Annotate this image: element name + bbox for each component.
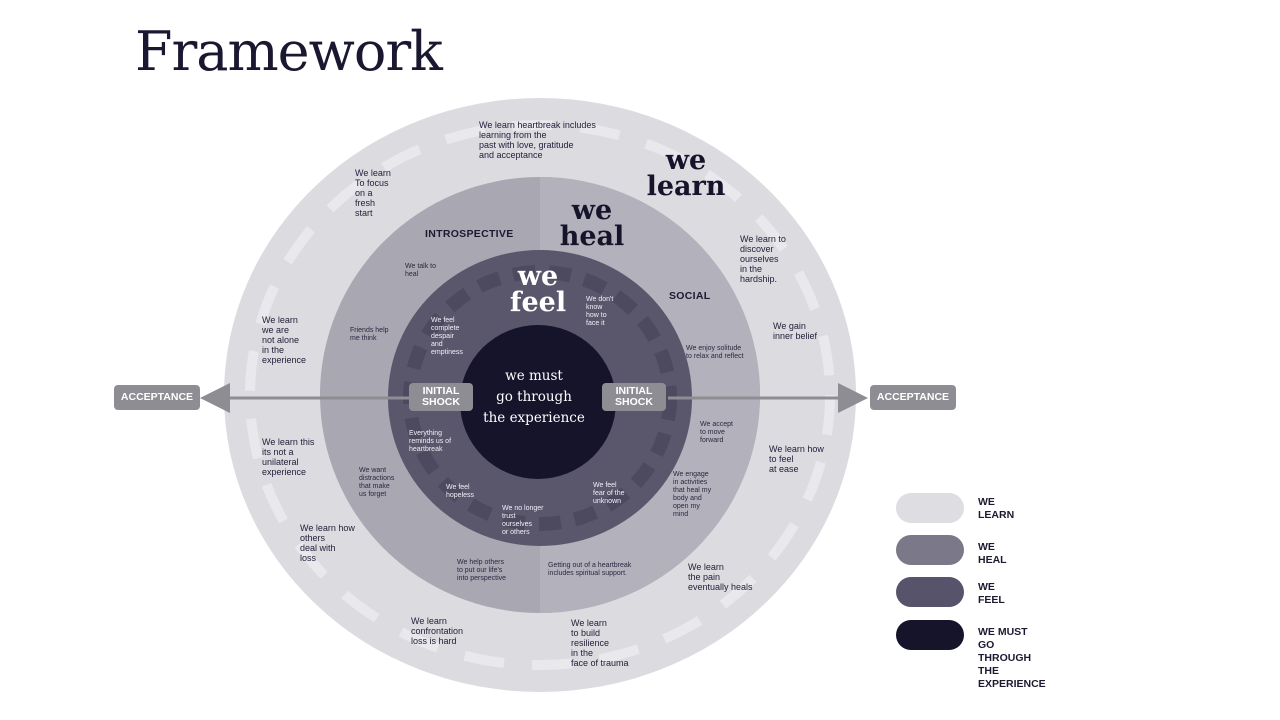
page-title: Framework [135, 20, 443, 83]
learn-item: We learn how others deal with loss [300, 523, 355, 563]
legend-label: WE FEEL [978, 581, 1005, 606]
legend-swatch [896, 620, 964, 650]
learn-item: We learn the pain eventually heals [688, 562, 753, 592]
heal-item: Friends help me think [350, 327, 389, 342]
heal-item: We enjoy solitude to relax and reflect [686, 345, 744, 360]
acceptance-left-badge: ACCEPTANCE [114, 385, 200, 410]
social-label: SOCIAL [669, 290, 711, 302]
learn-item: We gain inner belief [773, 321, 818, 341]
initial-shock-right-badge: INITIAL SHOCK [602, 383, 666, 411]
heal-item: Getting out of a heartbreak includes spi… [548, 562, 632, 577]
legend-swatch [896, 577, 964, 607]
learn-item: We learn confrontation loss is hard [411, 616, 464, 646]
heal-item: We talk to heal [405, 263, 436, 278]
core-text: we must go through the experience [483, 368, 585, 426]
learn-item: We learn to build resilience in the face… [571, 618, 629, 668]
learn-item: We learn this its not a unilateral exper… [262, 437, 315, 477]
learn-item: We learn heartbreak includes learning fr… [479, 120, 596, 160]
acceptance-right-badge: ACCEPTANCE [870, 385, 956, 410]
legend-swatch [896, 535, 964, 565]
feel-item: We feel fear of the unknown [593, 482, 625, 505]
heal-item: We help others to put our life's into pe… [457, 559, 507, 582]
we-heal-title: we heal [559, 195, 625, 252]
feel-item: We no longer trust ourselves or others [502, 505, 544, 536]
introspective-label: INTROSPECTIVE [425, 228, 514, 240]
legend-label: WE LEARN [978, 496, 1015, 521]
learn-ring-texture [245, 120, 835, 670]
legend-swatch [896, 493, 964, 523]
heal-item: We want distractions that make us forget [359, 467, 395, 498]
learn-item: We learn To focus on a fresh start [355, 168, 391, 218]
core-circle [460, 325, 616, 479]
heal-item: We engage in activities that heal my bod… [673, 471, 712, 518]
learn-item: We learn how to feel at ease [769, 444, 824, 474]
legend-label: WE HEAL [978, 541, 1007, 566]
heal-item: We accept to move forward [700, 421, 733, 444]
learn-item: We learn to discover ourselves in the ha… [740, 234, 786, 284]
we-learn-title: we learn [646, 145, 726, 202]
learn-item: We learn we are not alone in the experie… [262, 315, 307, 365]
we-feel-title: we feel [509, 261, 567, 318]
feel-item: Everything reminds us of heartbreak [409, 430, 452, 453]
feel-item: We don't know how to face it [586, 296, 614, 327]
initial-shock-left-badge: INITIAL SHOCK [409, 383, 473, 411]
feel-item: We feel complete despair and emptiness [431, 317, 463, 356]
feel-item: We feel hopeless [446, 484, 475, 499]
legend-label: WE MUST GO THROUGH THE EXPERIENCE [978, 626, 1046, 690]
